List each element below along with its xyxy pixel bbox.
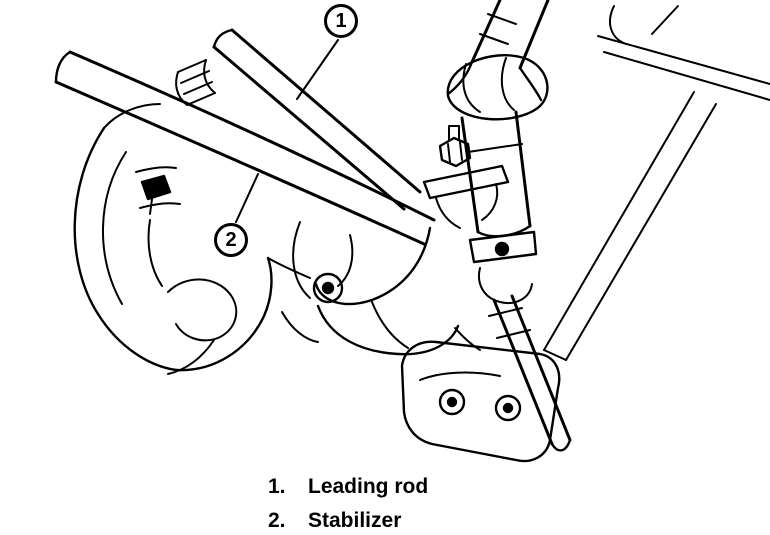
legend: 1. Leading rod 2. Stabilizer [268,470,428,535]
callout-1-number: 1 [335,9,347,32]
callout-1: 1 [324,4,358,38]
legend-item-2: 2. Stabilizer [268,504,428,535]
stabilizer-bar [54,50,436,246]
bracket-and-nut [422,125,510,229]
leader-lines [235,39,339,223]
legend-item-2-number: 2. [268,509,286,532]
shock-absorber [446,0,550,304]
callout-2-number: 2 [225,228,237,251]
frame-rail [543,5,770,361]
legend-item-1-number: 1. [268,475,286,498]
callout-2: 2 [214,223,248,257]
legend-item-1: 1. Leading rod [268,470,428,504]
lower-bracket [400,340,561,463]
leading-rod [212,28,422,211]
steering-linkage-rod [488,294,572,452]
legend-item-2-label: Stabilizer [308,509,402,532]
ribbed-boot [175,59,216,106]
knuckle [281,221,481,356]
legend-item-1-label: Leading rod [308,475,429,498]
backing-plate [73,103,311,375]
